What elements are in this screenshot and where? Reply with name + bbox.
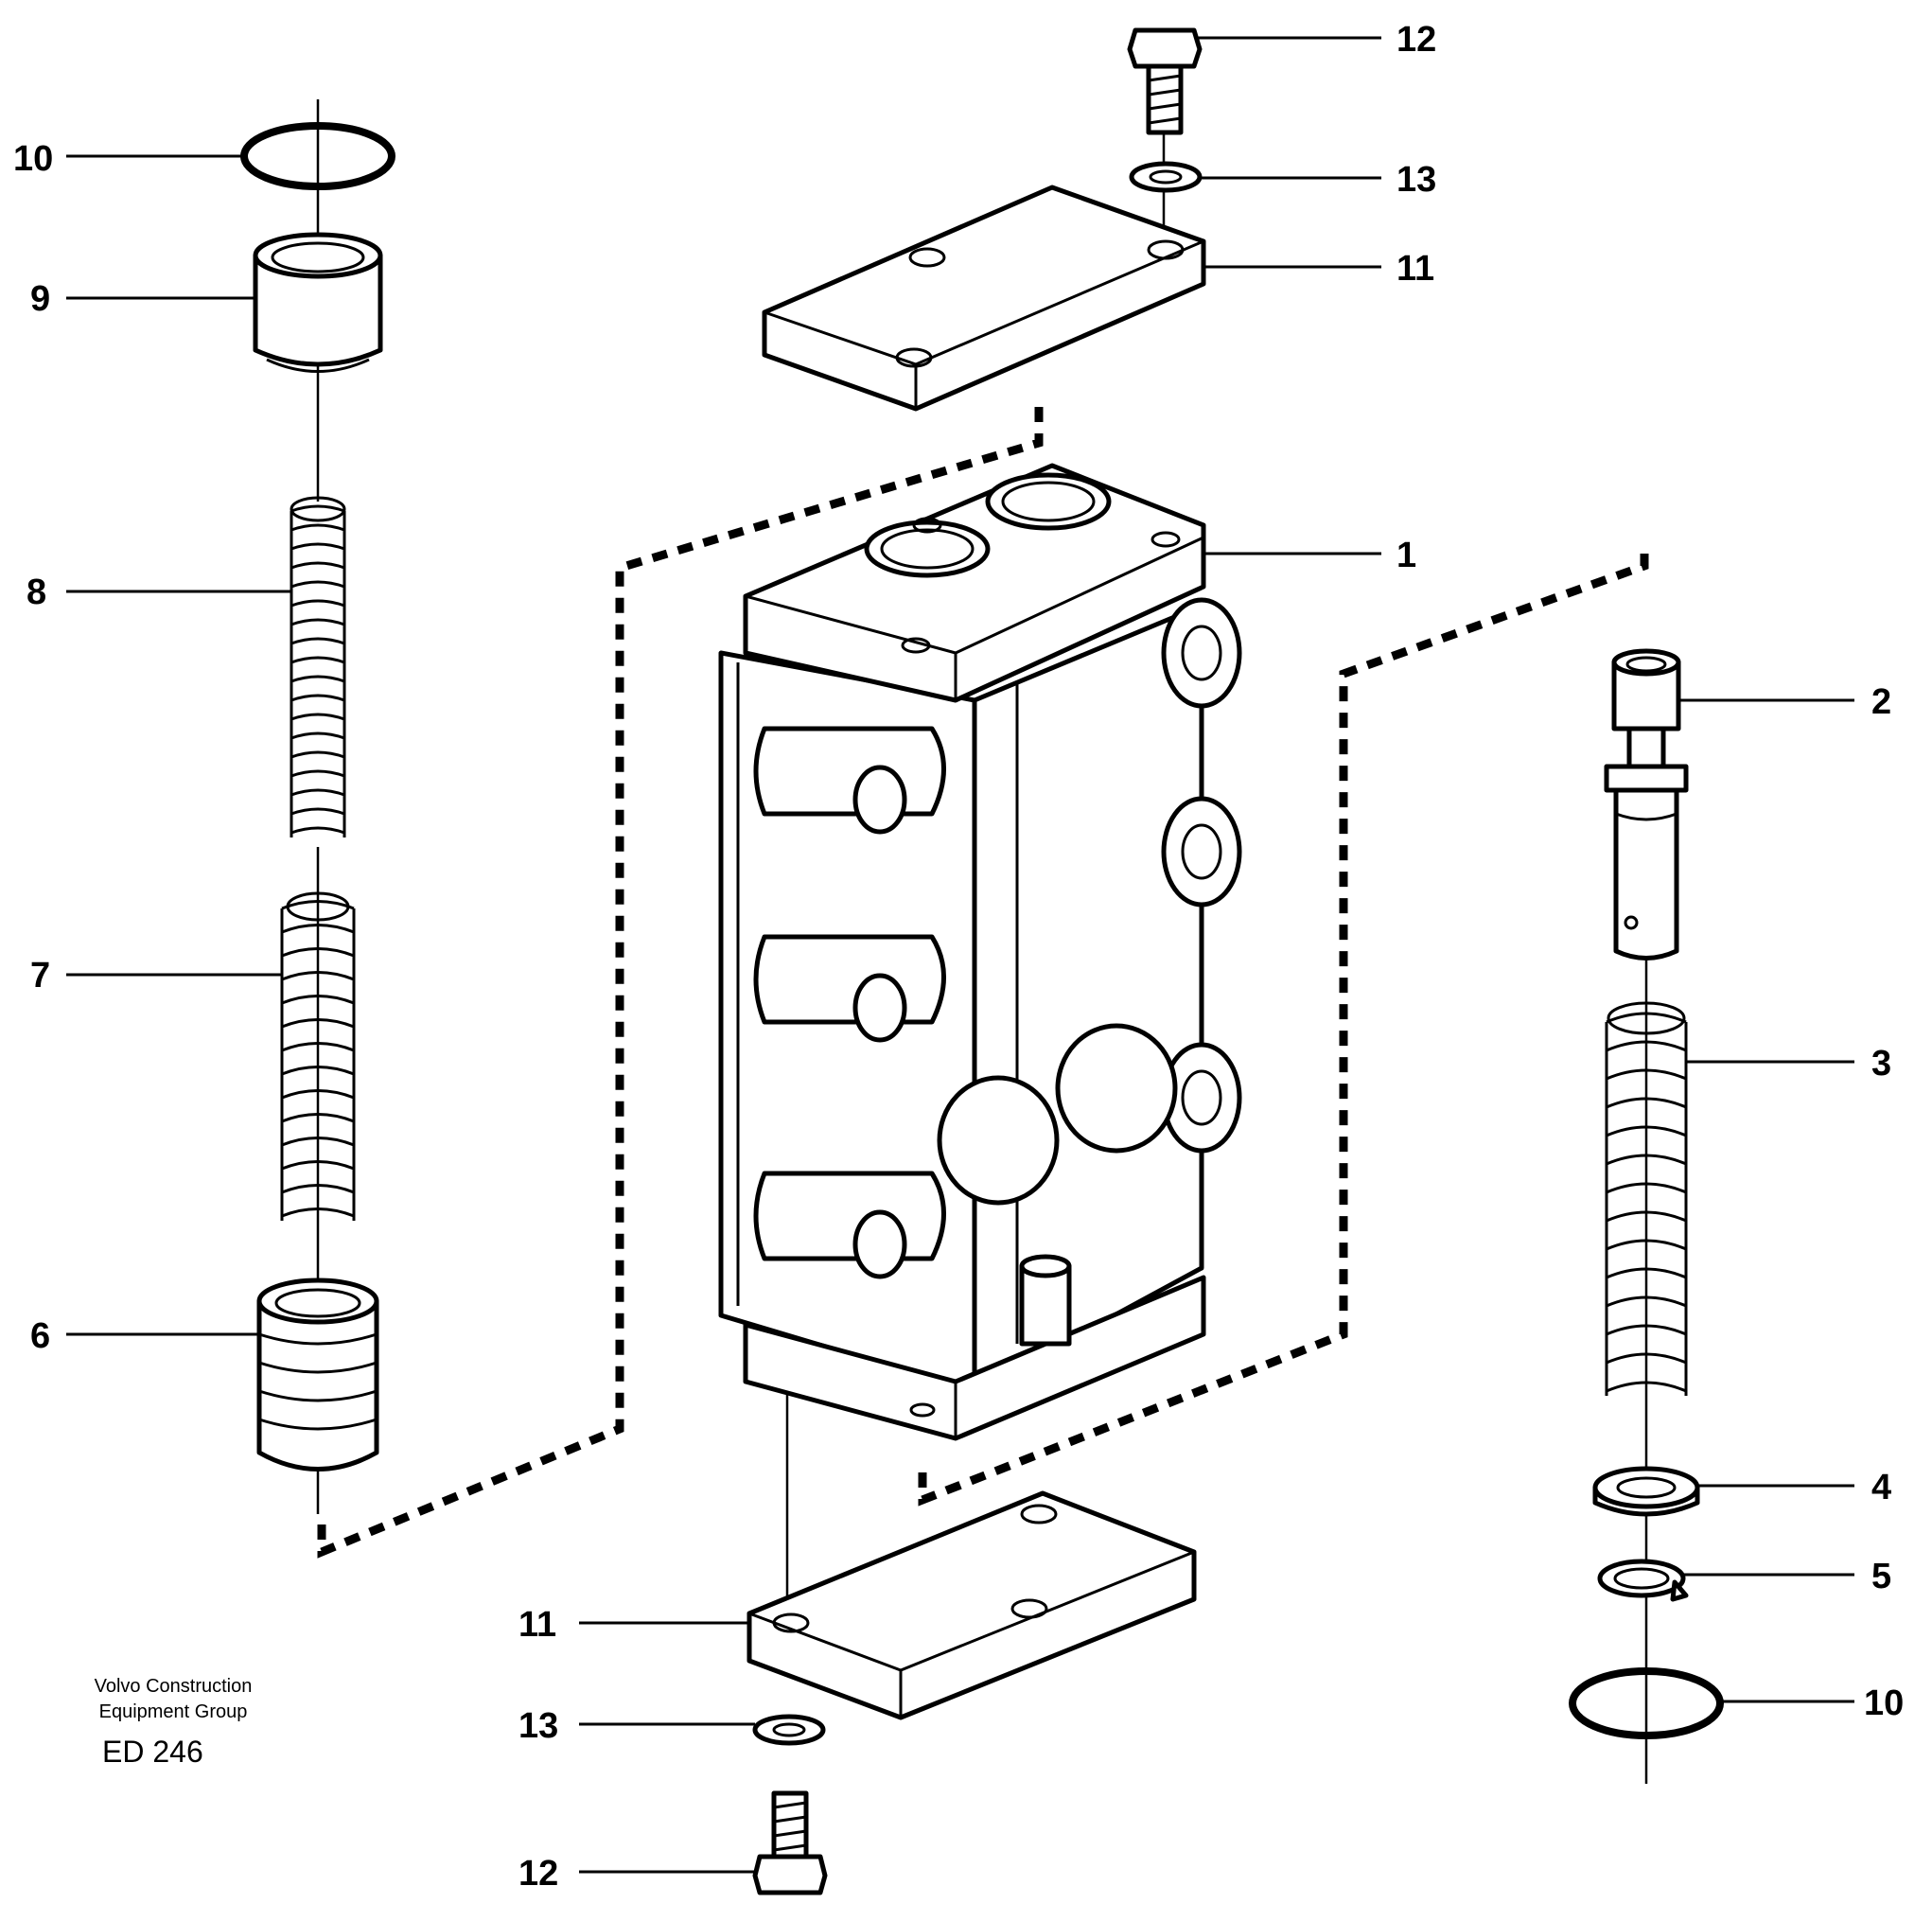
part-11-top-cover-plate [762,185,1206,412]
part-3-spring [1605,1001,1688,1396]
callout-4: 4 [1871,1468,1891,1507]
part-2-spool [1604,648,1689,960]
part-8-inner-spring [290,496,346,847]
callout-9: 9 [30,279,50,319]
brand-block: Volvo Construction Equipment Group ED 24… [95,1676,253,1769]
guide-line-right [918,554,1649,1507]
callout-10-right: 10 [1864,1683,1904,1723]
callout-10-left: 10 [13,139,53,179]
callout-5: 5 [1871,1557,1891,1596]
assembly-guide-lines [317,407,1649,1559]
brand-line-1: Volvo Construction [95,1676,253,1697]
part-12-bolt-bottom [752,1790,828,1895]
part-4-spring-seat [1592,1466,1700,1517]
part-13-lock-washer-bottom [752,1714,826,1746]
callout-labels: 10 9 8 7 6 12 13 11 1 2 3 4 5 10 11 13 1… [13,20,1904,1894]
callout-3: 3 [1871,1044,1891,1084]
brand-line-2: Equipment Group [99,1701,248,1722]
part-7-outer-spring [280,891,356,1221]
callout-11-top: 11 [1396,249,1434,289]
part-10-o-ring-right [1569,1667,1724,1739]
leader-lines [66,36,1854,1874]
callout-6: 6 [30,1316,50,1356]
callout-1: 1 [1396,536,1416,575]
callout-12-bottom: 12 [518,1854,558,1894]
part-12-bolt-top [1127,27,1203,135]
callout-7: 7 [30,956,50,996]
part-1-valve-housing [718,463,1242,1441]
callout-13-top: 13 [1396,160,1436,200]
part-6-threaded-sleeve [256,1278,379,1472]
callout-12-top: 12 [1396,20,1436,60]
callout-8: 8 [26,573,46,612]
callout-13-bottom: 13 [518,1706,558,1746]
part-5-snap-ring [1597,1559,1689,1602]
guide-line-left [317,407,1044,1559]
drawing-code: ED 246 [102,1735,203,1769]
part-9-sleeve [253,232,383,373]
part-11-bottom-cover-plate [746,1490,1197,1720]
callout-2: 2 [1871,682,1891,722]
part-13-lock-washer-top [1129,161,1203,193]
callout-11-bottom: 11 [518,1605,556,1645]
